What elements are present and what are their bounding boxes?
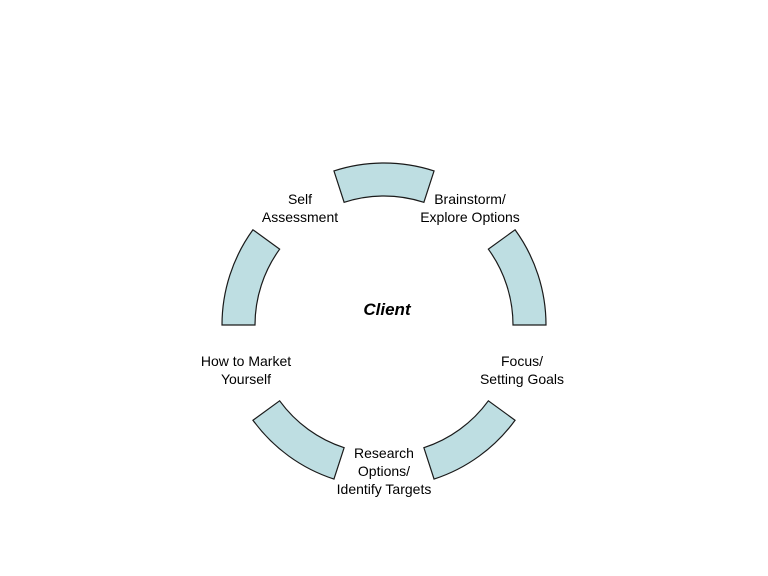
stage-label-line: Self <box>287 191 313 207</box>
stage-label-focus: Focus/ Setting Goals <box>480 352 564 388</box>
stage-label-line: Assessment <box>261 209 339 225</box>
center-label-client: Client <box>363 300 411 319</box>
stage-label-self-assessment: Self Assessment <box>262 190 338 226</box>
segment-bottom-right <box>423 399 516 480</box>
segment-top <box>333 162 435 204</box>
stage-label-line: Focus/ <box>500 353 543 369</box>
stage-label-line: Brainstorm/ <box>434 191 506 207</box>
stage-label-line: Identify Targets <box>336 481 432 497</box>
stage-label-line: Options/ <box>357 463 411 479</box>
stage-label-line: How to Market <box>200 353 292 369</box>
stage-label-line: Explore Options <box>420 209 520 225</box>
stage-label-line: Research <box>354 445 414 461</box>
segment-bottom-left <box>252 399 345 480</box>
segment-right <box>487 228 547 326</box>
stage-label-line: Yourself <box>220 371 272 387</box>
stage-label-research: Research Options/ Identify Targets <box>337 444 432 498</box>
segment-left <box>221 228 281 326</box>
stage-label-line: Setting Goals <box>479 371 565 387</box>
stage-label-market: How to Market Yourself <box>201 352 291 388</box>
stage-label-brainstorm: Brainstorm/ Explore Options <box>420 190 520 226</box>
cycle-segments <box>221 162 547 480</box>
